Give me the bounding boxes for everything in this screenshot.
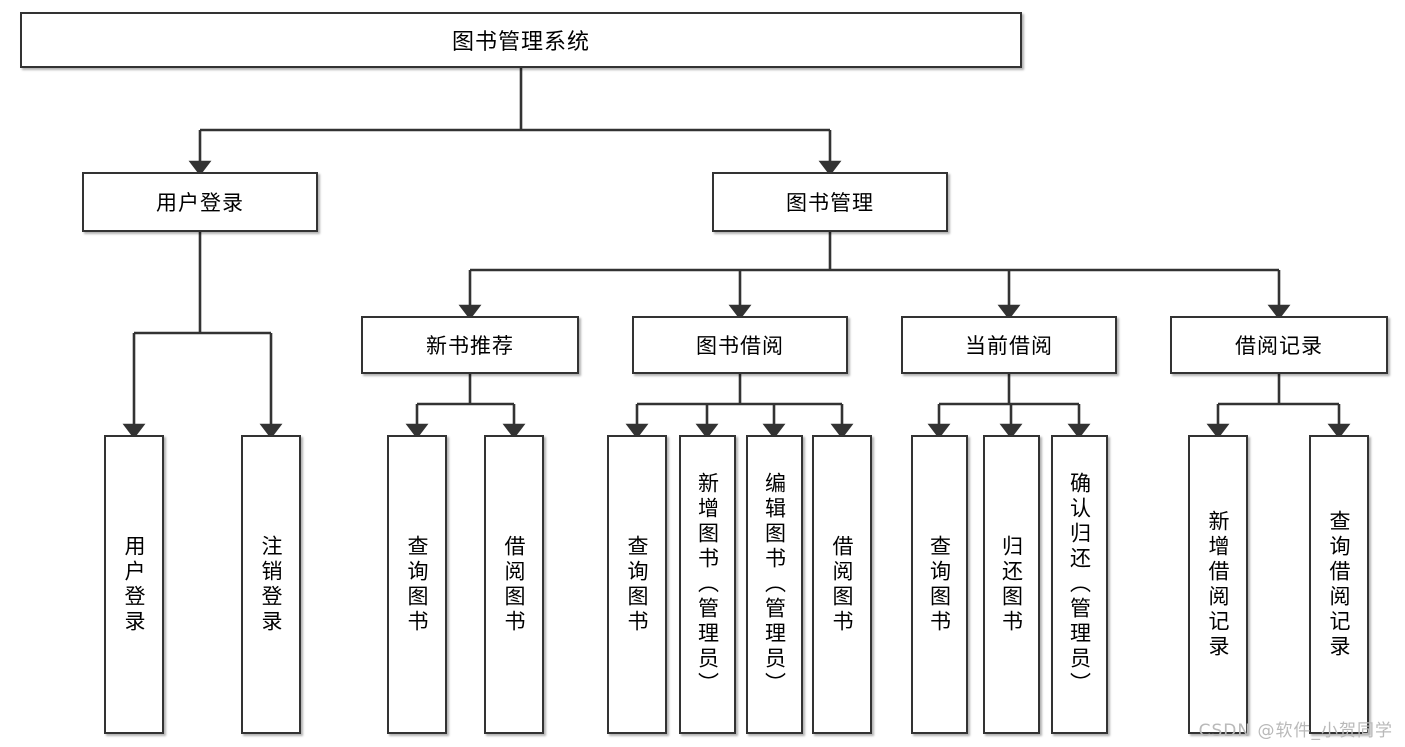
node-leaf-query-book-3[interactable]: 查询图书 [911,435,968,734]
node-label: 图书管理系统 [451,30,590,55]
node-label: 归还图书 [999,534,1024,635]
node-leaf-query-record[interactable]: 查询借阅记录 [1309,435,1369,734]
node-label: 查询图书 [405,534,430,635]
node-label: 新书推荐 [426,334,514,358]
node-label: 编辑图书（管理员） [762,472,787,697]
node-new-book-rec[interactable]: 新书推荐 [361,316,579,374]
node-label: 查询借阅记录 [1327,509,1352,660]
node-leaf-borrow-book-2[interactable]: 借阅图书 [812,435,872,734]
node-leaf-add-book[interactable]: 新增图书（管理员） [679,435,736,734]
node-label: 用户登录 [122,534,147,635]
node-label: 借阅图书 [830,534,855,635]
node-user-login[interactable]: 用户登录 [82,172,318,232]
node-leaf-add-record[interactable]: 新增借阅记录 [1188,435,1248,734]
node-label: 用户登录 [156,191,244,215]
node-label: 查询图书 [625,534,650,635]
node-current-borrow[interactable]: 当前借阅 [901,316,1117,374]
node-label: 查询图书 [927,534,952,635]
node-label: 新增借阅记录 [1206,509,1231,660]
node-leaf-return-book[interactable]: 归还图书 [983,435,1040,734]
node-label: 图书管理 [786,191,874,215]
csdn-watermark: CSDN @软件_小贺同学 [1198,721,1393,741]
node-leaf-borrow-book-1[interactable]: 借阅图书 [484,435,544,734]
node-borrow-record[interactable]: 借阅记录 [1170,316,1388,374]
node-label: 注销登录 [259,534,284,635]
node-label: 确认归还（管理员） [1067,472,1092,697]
node-leaf-query-book-1[interactable]: 查询图书 [387,435,447,734]
node-book-borrow[interactable]: 图书借阅 [632,316,848,374]
node-leaf-edit-book[interactable]: 编辑图书（管理员） [746,435,803,734]
node-label: 借阅图书 [502,534,527,635]
node-leaf-query-book-2[interactable]: 查询图书 [607,435,667,734]
node-label: 借阅记录 [1235,334,1323,358]
node-label: 图书借阅 [696,334,784,358]
node-label: 新增图书（管理员） [695,472,720,697]
node-label: 当前借阅 [965,334,1053,358]
node-root[interactable]: 图书管理系统 [20,12,1022,68]
node-leaf-logout[interactable]: 注销登录 [241,435,301,734]
node-leaf-user-login[interactable]: 用户登录 [104,435,164,734]
node-book-manage[interactable]: 图书管理 [712,172,948,232]
node-leaf-confirm-return[interactable]: 确认归还（管理员） [1051,435,1108,734]
